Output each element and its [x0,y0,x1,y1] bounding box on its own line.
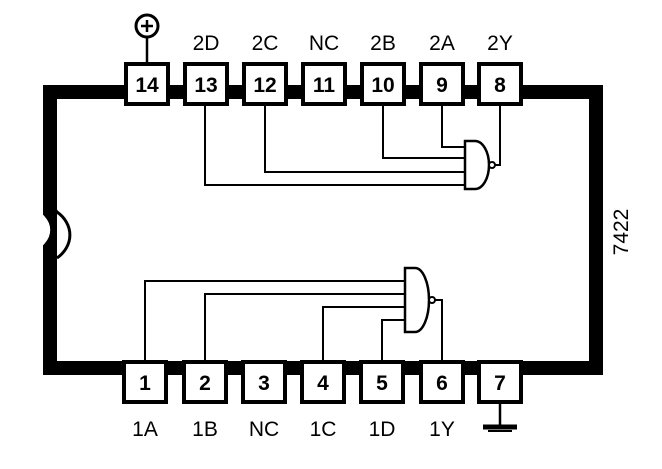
pin-3: 3 NC [241,360,287,441]
pin-label: 1A [132,418,158,441]
pin-number: 3 [258,372,270,395]
nand-gate-1 [403,266,436,334]
chip-notch [56,210,72,260]
pin-label: 1B [192,418,218,441]
pin-label: 2Y [487,32,513,55]
pin-number: 1 [139,372,151,395]
top-pins: 14 13 2D 12 2C 11 NC 10 2B 9 2A [124,32,523,106]
pin-label: 2A [429,32,455,55]
power-icon [134,13,160,64]
pin-13: 13 2D [183,32,229,106]
pin-label: 1C [310,418,337,441]
pin-2: 2 1B [182,360,228,441]
pin-number: 14 [135,74,159,97]
pin-12: 12 2C [242,32,288,106]
pin-1: 1 1A [122,360,168,441]
pin-number: 4 [317,372,329,395]
pin-label: 2C [252,32,279,55]
pin-number: 8 [494,74,506,97]
pin-number: 10 [371,74,394,97]
pin-number: 7 [494,372,506,395]
pin-label: 2D [193,32,220,55]
pin-6: 6 1Y [419,360,465,441]
ground-icon [483,402,517,432]
pin-11: 11 NC [301,32,347,106]
pin-4: 4 1C [300,360,346,441]
pin-number: 13 [194,74,217,97]
pin-8: 8 2Y [477,32,523,106]
pin-number: 5 [376,372,388,395]
nand-gate-2 [463,139,496,191]
pin-7: 7 [477,360,523,404]
bottom-pins: 1 1A 2 1B 3 NC 4 1C 5 1D 6 1Y [122,360,523,441]
pin-10: 10 2B [360,32,406,106]
pin-number: 12 [253,74,276,97]
pin-label: NC [249,418,279,441]
pin-label: 2B [370,32,396,55]
pin-9: 9 2A [419,32,465,106]
gate-1-wiring [144,280,443,360]
pin-14: 14 [124,62,170,106]
part-number: 7422 [610,209,633,256]
pin-label: NC [309,32,339,55]
pin-number: 11 [313,74,336,97]
pin-label: 1Y [429,418,455,441]
pin-number: 9 [436,74,448,97]
pin-5: 5 1D [359,360,405,441]
gate-2-wiring [204,104,501,186]
pin-number: 6 [436,372,448,395]
pin-label: 1D [369,418,396,441]
pin-number: 2 [199,372,211,395]
